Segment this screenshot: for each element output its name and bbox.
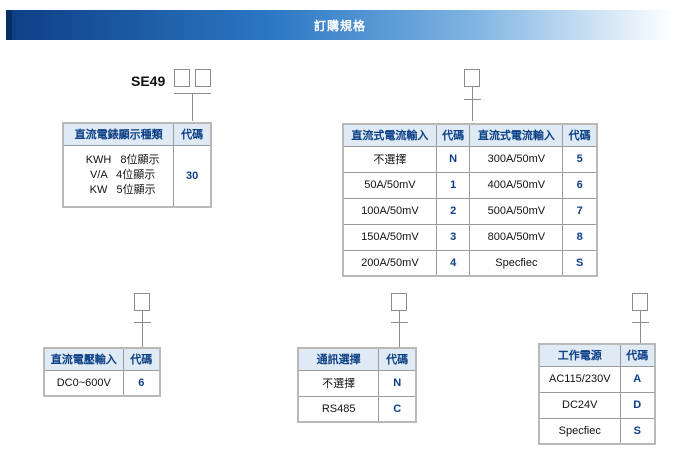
current-option: 300A/50mV bbox=[469, 145, 564, 173]
current-code: 8 bbox=[562, 223, 598, 251]
display-type-table: 直流電錶顯示種類 代碼 KWH 8位顯示 V/A 4位顯示 KW 5位顯示 30 bbox=[62, 122, 212, 208]
connector-tick-voltage bbox=[134, 322, 151, 323]
code-box-display-1 bbox=[174, 69, 190, 87]
connector-tick-current bbox=[464, 99, 481, 100]
display-type-header: 直流電錶顯示種類 bbox=[62, 122, 175, 146]
comm-code-header: 代碼 bbox=[378, 347, 417, 371]
power-code-header: 代碼 bbox=[619, 343, 656, 367]
power-option: DC24V bbox=[538, 391, 621, 419]
section-header: 訂購規格 bbox=[6, 10, 674, 40]
power-code: A bbox=[619, 365, 656, 393]
comm-code: N bbox=[378, 369, 417, 397]
display-option-row: KW 5位顯示 bbox=[72, 183, 173, 198]
display-code-cell: 30 bbox=[173, 144, 212, 208]
current-code: N bbox=[435, 145, 471, 173]
current-option: 150A/50mV bbox=[342, 223, 437, 251]
comm-option: RS485 bbox=[297, 395, 380, 423]
connector-line-comm bbox=[399, 311, 400, 347]
power-header: 工作電源 bbox=[538, 343, 621, 367]
current-option: 200A/50mV bbox=[342, 249, 437, 277]
comm-select-table: 通訊選擇 代碼 不選擇 N RS485 C bbox=[297, 347, 417, 423]
current-option: 不選擇 bbox=[342, 145, 437, 173]
display-option-row: V/A 4位顯示 bbox=[72, 168, 173, 183]
current-code-header-1: 代碼 bbox=[435, 123, 471, 147]
comm-option: 不選擇 bbox=[297, 369, 380, 397]
voltage-input-table: 直流電壓輸入 代碼 DC0~600V 6 bbox=[43, 347, 161, 397]
connector-tick-power bbox=[632, 322, 649, 323]
voltage-option: DC0~600V bbox=[43, 369, 124, 397]
current-code: 4 bbox=[435, 249, 471, 277]
current-code: S bbox=[562, 249, 598, 277]
code-box-voltage bbox=[134, 293, 150, 311]
current-code: 3 bbox=[435, 223, 471, 251]
current-input-table: 直流式電流輸入 代碼 直流式電流輸入 代碼 不選擇 N 300A/50mV 5 … bbox=[342, 123, 598, 277]
display-option-row: KWH 8位顯示 bbox=[72, 153, 173, 168]
voltage-code: 6 bbox=[122, 369, 161, 397]
current-header-2: 直流式電流輸入 bbox=[469, 123, 564, 147]
connector-line-display bbox=[192, 93, 193, 121]
model-code: SE49 bbox=[131, 73, 166, 89]
power-option: AC115/230V bbox=[538, 365, 621, 393]
connector-line-power bbox=[640, 311, 641, 343]
code-box-power bbox=[632, 293, 648, 311]
power-code: S bbox=[619, 417, 656, 445]
current-option: 50A/50mV bbox=[342, 171, 437, 199]
code-box-display-2 bbox=[195, 69, 211, 87]
header-title: 訂購規格 bbox=[313, 19, 366, 33]
power-option: Specfiec bbox=[538, 417, 621, 445]
code-box-current bbox=[464, 69, 480, 87]
code-box-comm bbox=[391, 293, 407, 311]
display-code-header: 代碼 bbox=[173, 122, 212, 146]
current-option: 500A/50mV bbox=[469, 197, 564, 225]
display-options-cell: KWH 8位顯示 V/A 4位顯示 KW 5位顯示 bbox=[62, 144, 175, 208]
current-option: Specfiec bbox=[469, 249, 564, 277]
display-unit: KWH bbox=[85, 154, 112, 167]
connector-line-voltage bbox=[142, 311, 143, 347]
connector-line-current bbox=[472, 87, 473, 121]
current-code: 7 bbox=[562, 197, 598, 225]
current-option: 800A/50mV bbox=[469, 223, 564, 251]
current-code: 6 bbox=[562, 171, 598, 199]
voltage-header: 直流電壓輸入 bbox=[43, 347, 124, 371]
current-code: 2 bbox=[435, 197, 471, 225]
current-code: 1 bbox=[435, 171, 471, 199]
display-desc: 4位顯示 bbox=[116, 169, 156, 182]
connector-tick-comm bbox=[391, 322, 408, 323]
voltage-code-header: 代碼 bbox=[122, 347, 161, 371]
current-code: 5 bbox=[562, 145, 598, 173]
comm-code: C bbox=[378, 395, 417, 423]
current-header-1: 直流式電流輸入 bbox=[342, 123, 437, 147]
display-unit: V/A bbox=[89, 169, 108, 182]
comm-header: 通訊選擇 bbox=[297, 347, 380, 371]
current-option: 400A/50mV bbox=[469, 171, 564, 199]
display-desc: 5位顯示 bbox=[116, 184, 156, 197]
header-accent bbox=[6, 10, 12, 40]
power-supply-table: 工作電源 代碼 AC115/230V A DC24V D Specfiec S bbox=[538, 343, 656, 445]
display-desc: 8位顯示 bbox=[120, 154, 160, 167]
power-code: D bbox=[619, 391, 656, 419]
current-option: 100A/50mV bbox=[342, 197, 437, 225]
display-unit: KW bbox=[89, 184, 108, 197]
current-code-header-2: 代碼 bbox=[562, 123, 598, 147]
